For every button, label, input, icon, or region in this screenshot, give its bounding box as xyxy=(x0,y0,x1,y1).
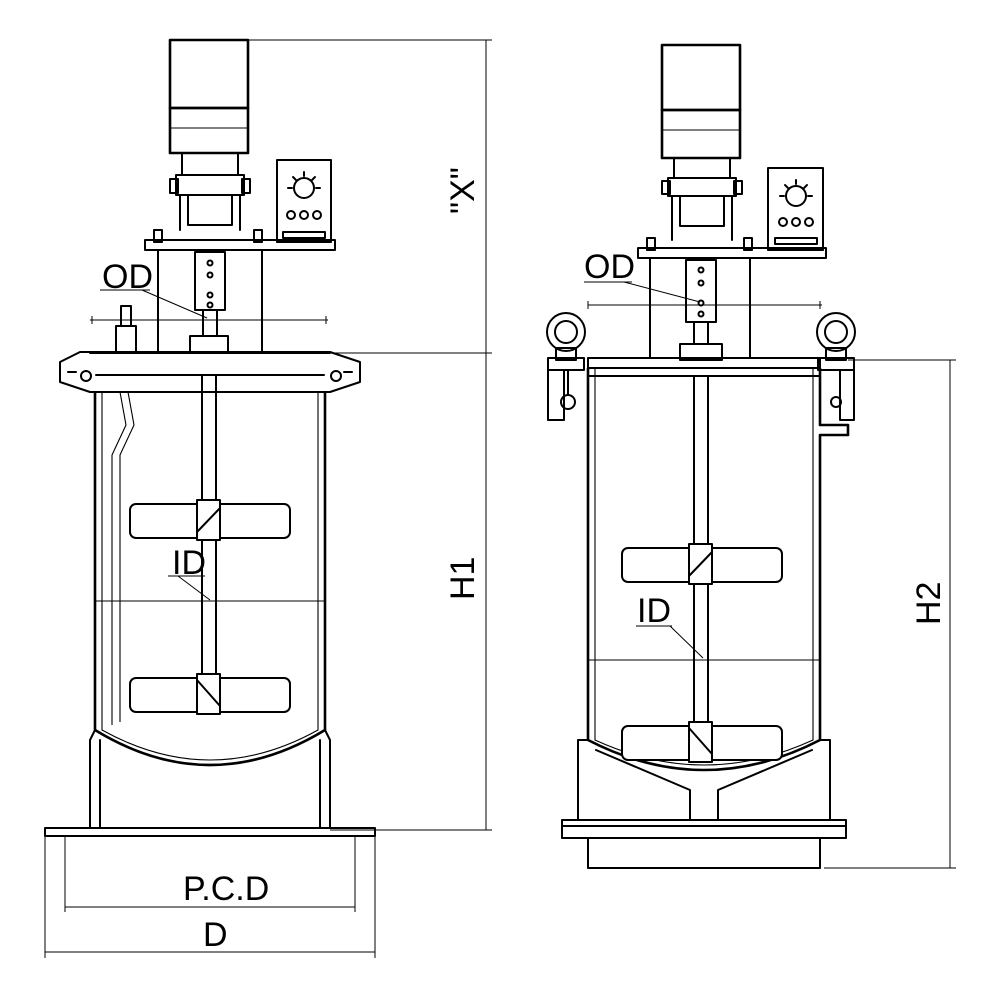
h2-dimension-label: H2 xyxy=(910,582,948,625)
left-lid xyxy=(59,351,361,393)
d-dimension-label: D xyxy=(203,916,228,954)
left-nozzle xyxy=(115,325,137,354)
left-id-label: ID xyxy=(172,544,206,582)
right-control-box xyxy=(767,167,824,251)
left-control-box xyxy=(276,159,332,243)
right-tank-body xyxy=(561,368,850,869)
left-tank-body xyxy=(44,391,376,837)
right-od-label: OD xyxy=(584,248,635,286)
left-mount-plate xyxy=(144,229,336,354)
right-coupling xyxy=(679,259,723,361)
pcd-dimension-label: P.C.D xyxy=(183,870,269,908)
left-mixer-tank: ID OD "X" H1 P.C.D D xyxy=(44,38,492,958)
right-id-label: ID xyxy=(637,592,671,630)
right-eye-bolts xyxy=(546,312,856,421)
right-mixer-tank: OD ID H2 xyxy=(546,43,956,869)
h1-dimension-label: H1 xyxy=(444,557,482,600)
left-od-label: OD xyxy=(102,258,153,296)
right-motor xyxy=(660,43,743,241)
left-agitator xyxy=(129,374,291,715)
right-agitator xyxy=(621,375,783,763)
right-mount-plate xyxy=(637,237,827,359)
left-coupling xyxy=(189,251,229,354)
left-motor xyxy=(168,38,251,231)
x-dimension-label: "X" xyxy=(444,167,482,214)
